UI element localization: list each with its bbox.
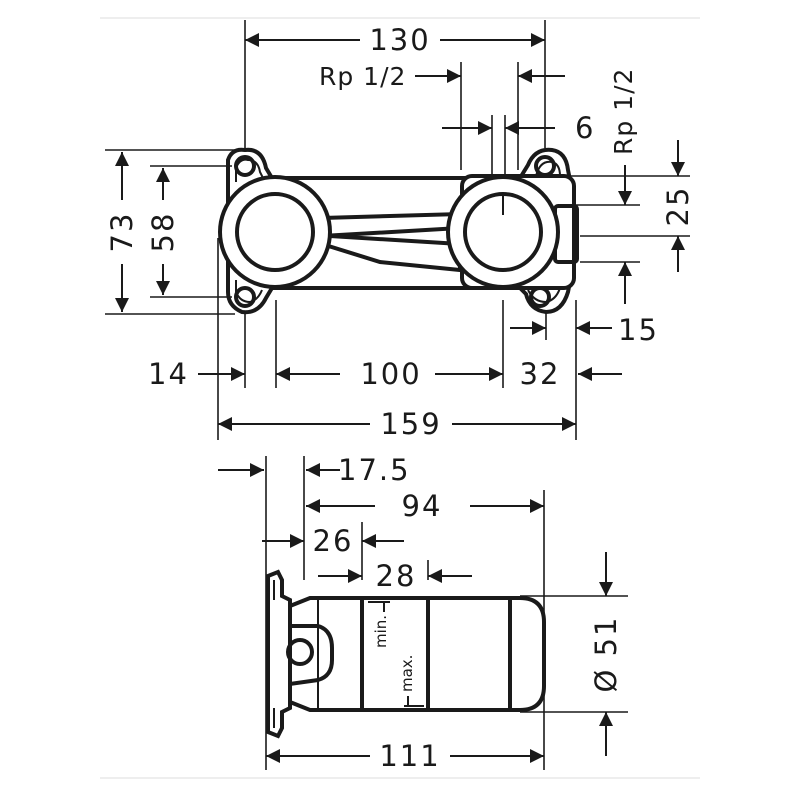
dim-130: 130 <box>369 23 430 57</box>
label-max: max. <box>398 655 416 692</box>
dim-94: 94 <box>402 489 443 523</box>
dim-6: 6 <box>575 111 595 145</box>
dim-100: 100 <box>360 357 421 391</box>
dim-159: 159 <box>380 407 441 441</box>
label-min: min. <box>372 615 390 648</box>
top-view: 130 Rp 1/2 Rp 1/2 6 73 58 25 15 14 <box>105 20 695 441</box>
dim-25: 25 <box>661 186 695 227</box>
dim-28: 28 <box>376 559 417 593</box>
right-valve-inner <box>463 192 543 272</box>
left-valve-inner <box>235 192 315 272</box>
connecting-pipe-lower <box>318 233 462 273</box>
dim-26: 26 <box>313 524 354 558</box>
mounting-hole-tl <box>234 155 256 177</box>
dim-73: 73 <box>105 212 139 253</box>
side-view: 17.5 94 26 28 min. max. <box>218 453 628 773</box>
side-elbow <box>288 624 334 687</box>
dim-diameter-51: Ø 51 <box>589 616 623 693</box>
mounting-hole-tr <box>534 155 556 177</box>
side-body <box>288 596 546 712</box>
dim-rp-left: Rp 1/2 <box>319 62 406 91</box>
dim-14: 14 <box>148 357 189 391</box>
dim-58: 58 <box>146 212 180 253</box>
side-plate <box>266 569 292 739</box>
dim-15: 15 <box>618 313 659 347</box>
dim-rp-right: Rp 1/2 <box>609 68 638 155</box>
connecting-pipe <box>320 211 462 239</box>
dim-17-5: 17.5 <box>338 453 411 487</box>
dim-32: 32 <box>520 357 561 391</box>
mounting-hole-bl <box>234 286 256 308</box>
side-port <box>286 638 314 666</box>
dim-111: 111 <box>379 739 440 773</box>
